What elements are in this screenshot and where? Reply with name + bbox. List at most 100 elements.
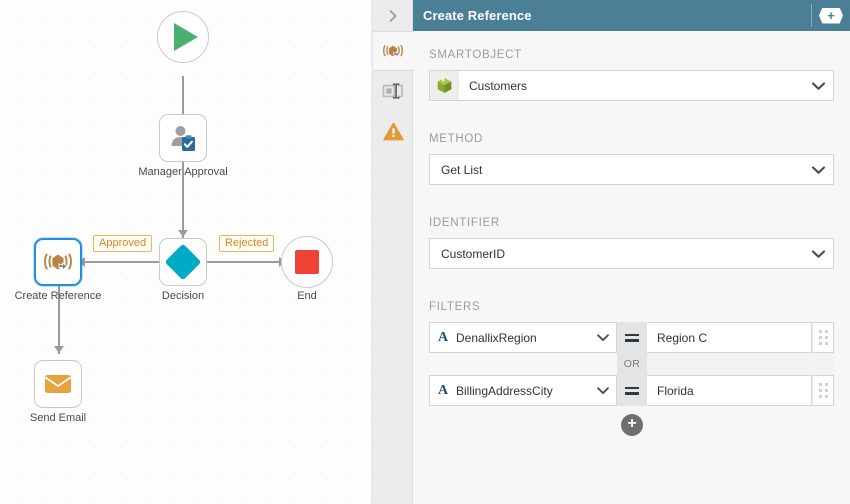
filter-value-2[interactable]: Florida bbox=[647, 375, 812, 406]
panel-collapse-button[interactable] bbox=[373, 0, 413, 31]
edge-label-rejected[interactable]: Rejected bbox=[219, 235, 275, 252]
end-node-shape[interactable] bbox=[281, 236, 333, 288]
node-end[interactable]: End bbox=[281, 236, 333, 302]
node-label-create-reference: Create Reference bbox=[14, 290, 102, 302]
field-group-method: METHOD Get List bbox=[429, 133, 836, 185]
text-type-icon: A bbox=[437, 329, 449, 345]
node-label-manager-approval: Manager Approval bbox=[138, 166, 228, 178]
plus-icon: + bbox=[819, 7, 843, 24]
equals-icon bbox=[625, 333, 639, 342]
header-divider bbox=[811, 4, 812, 27]
smartobject-select[interactable]: Customers bbox=[429, 70, 834, 101]
node-create-reference[interactable]: Create Reference bbox=[15, 238, 101, 302]
node-start[interactable] bbox=[157, 11, 209, 63]
panel-header: Create Reference + bbox=[413, 0, 850, 31]
label-smartobject: SMARTOBJECT bbox=[429, 49, 522, 61]
connector-decision-to-end bbox=[207, 261, 284, 263]
connector-decision-to-createref bbox=[82, 261, 159, 263]
chevron-down-icon bbox=[811, 249, 825, 258]
drag-handle-icon bbox=[818, 383, 828, 398]
arrowhead-createref-to-sendemail bbox=[53, 346, 64, 353]
node-manager-approval[interactable]: Manager Approval bbox=[138, 114, 228, 178]
filter-field-name-2: BillingAddressCity bbox=[456, 383, 553, 398]
node-send-email[interactable]: Send Email bbox=[30, 360, 86, 424]
text-type-icon: A bbox=[437, 382, 449, 398]
start-node-shape[interactable] bbox=[157, 11, 209, 63]
connector-createref-to-sendemail bbox=[58, 286, 60, 354]
node-label-send-email: Send Email bbox=[29, 412, 87, 424]
decision-node-shape[interactable] bbox=[159, 238, 207, 286]
panel-tab-rail bbox=[373, 31, 414, 504]
filter-list: A DenallixRegion Region C bbox=[429, 322, 834, 436]
rename-icon bbox=[382, 83, 403, 99]
panel-form: SMARTOBJECT Customers bbox=[414, 31, 850, 504]
field-group-filters: FILTERS A DenallixRegion bbox=[429, 301, 836, 436]
field-group-smartobject: SMARTOBJECT Customers bbox=[429, 49, 836, 101]
identifier-chevron[interactable] bbox=[803, 249, 833, 259]
label-identifier: IDENTIFIER bbox=[429, 217, 500, 229]
smartobject-icon-box bbox=[430, 71, 459, 100]
drag-handle-icon bbox=[818, 330, 828, 345]
filter-drag-handle-2[interactable] bbox=[812, 375, 834, 406]
properties-panel: Create Reference + bbox=[373, 0, 850, 504]
filter-row: A BillingAddressCity Florida bbox=[429, 375, 834, 406]
filter-field-select-1[interactable]: A DenallixRegion bbox=[429, 322, 617, 353]
chevron-right-icon bbox=[389, 9, 396, 22]
smartobject-box-icon bbox=[437, 77, 452, 93]
method-select[interactable]: Get List bbox=[429, 154, 834, 185]
node-label-decision: Decision bbox=[161, 290, 205, 302]
user-task-icon bbox=[171, 126, 195, 151]
filter-join-operator[interactable]: OR bbox=[617, 353, 647, 375]
create-reference-node-shape[interactable] bbox=[34, 238, 82, 286]
method-value: Get List bbox=[441, 162, 483, 177]
smartobject-reference-icon bbox=[383, 45, 403, 58]
filter-value-1[interactable]: Region C bbox=[647, 322, 812, 353]
filter-operator-2[interactable] bbox=[617, 375, 647, 406]
chevron-down-icon bbox=[597, 334, 609, 341]
field-group-identifier: IDENTIFIER CustomerID bbox=[429, 217, 836, 269]
canvas-right-edge-shadow bbox=[371, 0, 373, 504]
arrowhead-manager-to-decision bbox=[177, 230, 188, 237]
connector-manager-to-decision bbox=[182, 162, 184, 238]
method-chevron[interactable] bbox=[803, 165, 833, 175]
filter-field-name-1: DenallixRegion bbox=[456, 330, 537, 345]
add-filter-button[interactable]: + bbox=[621, 414, 643, 436]
panel-add-button[interactable]: + bbox=[818, 7, 844, 24]
connector-start-to-manager bbox=[182, 76, 184, 124]
identifier-value: CustomerID bbox=[441, 246, 506, 261]
play-icon bbox=[174, 23, 198, 51]
chevron-down-icon bbox=[811, 81, 825, 90]
decision-diamond-icon bbox=[164, 243, 202, 281]
smartobject-chevron[interactable] bbox=[803, 81, 833, 91]
or-rest-spacer bbox=[647, 353, 834, 375]
workflow-canvas[interactable]: Manager Approval Create Reference D bbox=[0, 0, 373, 504]
smartobject-reference-icon bbox=[44, 253, 72, 271]
filter-row: A DenallixRegion Region C bbox=[429, 322, 834, 353]
filter-join-strip: OR bbox=[429, 353, 834, 375]
manager-approval-node-shape[interactable] bbox=[159, 114, 207, 162]
filter-operator-1[interactable] bbox=[617, 322, 647, 353]
rail-tab-reference[interactable] bbox=[373, 31, 414, 71]
panel-title: Create Reference bbox=[423, 8, 532, 23]
chevron-down-icon bbox=[597, 387, 609, 394]
send-email-node-shape[interactable] bbox=[34, 360, 82, 408]
filter-field-chevron-1[interactable] bbox=[590, 333, 616, 342]
node-decision[interactable]: Decision bbox=[159, 238, 207, 302]
rail-tab-rename[interactable] bbox=[373, 71, 413, 111]
equals-icon bbox=[625, 386, 639, 395]
identifier-select[interactable]: CustomerID bbox=[429, 238, 834, 269]
smartobject-value: Customers bbox=[469, 78, 528, 93]
filter-field-select-2[interactable]: A BillingAddressCity bbox=[429, 375, 617, 406]
edge-label-approved[interactable]: Approved bbox=[93, 235, 153, 252]
filter-field-chevron-2[interactable] bbox=[590, 386, 616, 395]
rail-tab-warnings[interactable] bbox=[373, 111, 413, 151]
add-filter-row: + bbox=[429, 414, 834, 436]
label-method: METHOD bbox=[429, 133, 484, 145]
warning-triangle-icon bbox=[382, 122, 404, 140]
envelope-icon bbox=[44, 375, 72, 393]
chevron-down-icon bbox=[811, 165, 825, 174]
stop-icon bbox=[295, 250, 319, 274]
node-label-end: End bbox=[297, 290, 317, 302]
filter-drag-handle-1[interactable] bbox=[812, 322, 834, 353]
